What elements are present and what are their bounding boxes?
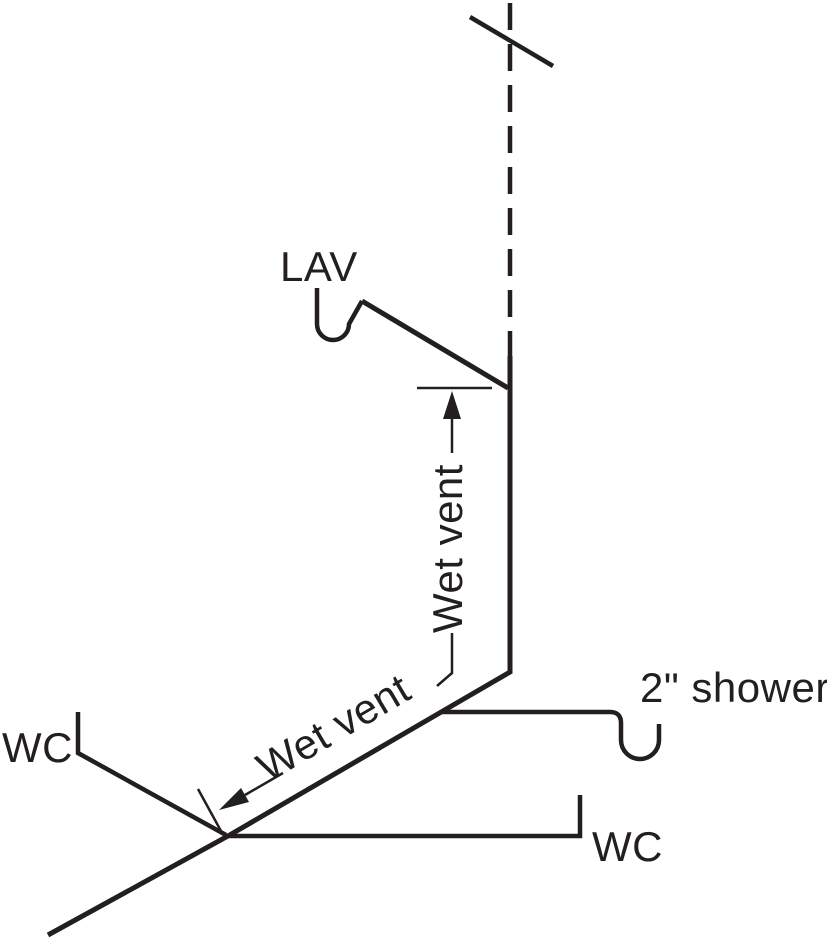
lav-drain-line (360, 298, 510, 391)
lav-label: LAV (280, 243, 358, 290)
shower-branch-trap-line (441, 709, 662, 762)
dimension-tick-junction (196, 788, 223, 832)
wc-left-branch-line (75, 712, 228, 837)
pipe-break-mark-icon (468, 15, 555, 68)
shower-label: 2" shower (640, 664, 827, 711)
wc-left-label: WC (2, 724, 73, 771)
wc-right-branch-line (228, 795, 583, 839)
wet-vent-vertical-label: Wet vent (424, 464, 471, 633)
wc-right-label: WC (592, 823, 663, 870)
arrow-up-icon (443, 391, 461, 419)
lav-p-trap-icon (314, 288, 364, 343)
arrow-down-left-icon (219, 788, 249, 810)
dimension-leader-elbow (436, 633, 454, 687)
dimension-shaft-diagonal (244, 771, 284, 797)
wet-vent-main-pipe-line (46, 356, 513, 938)
